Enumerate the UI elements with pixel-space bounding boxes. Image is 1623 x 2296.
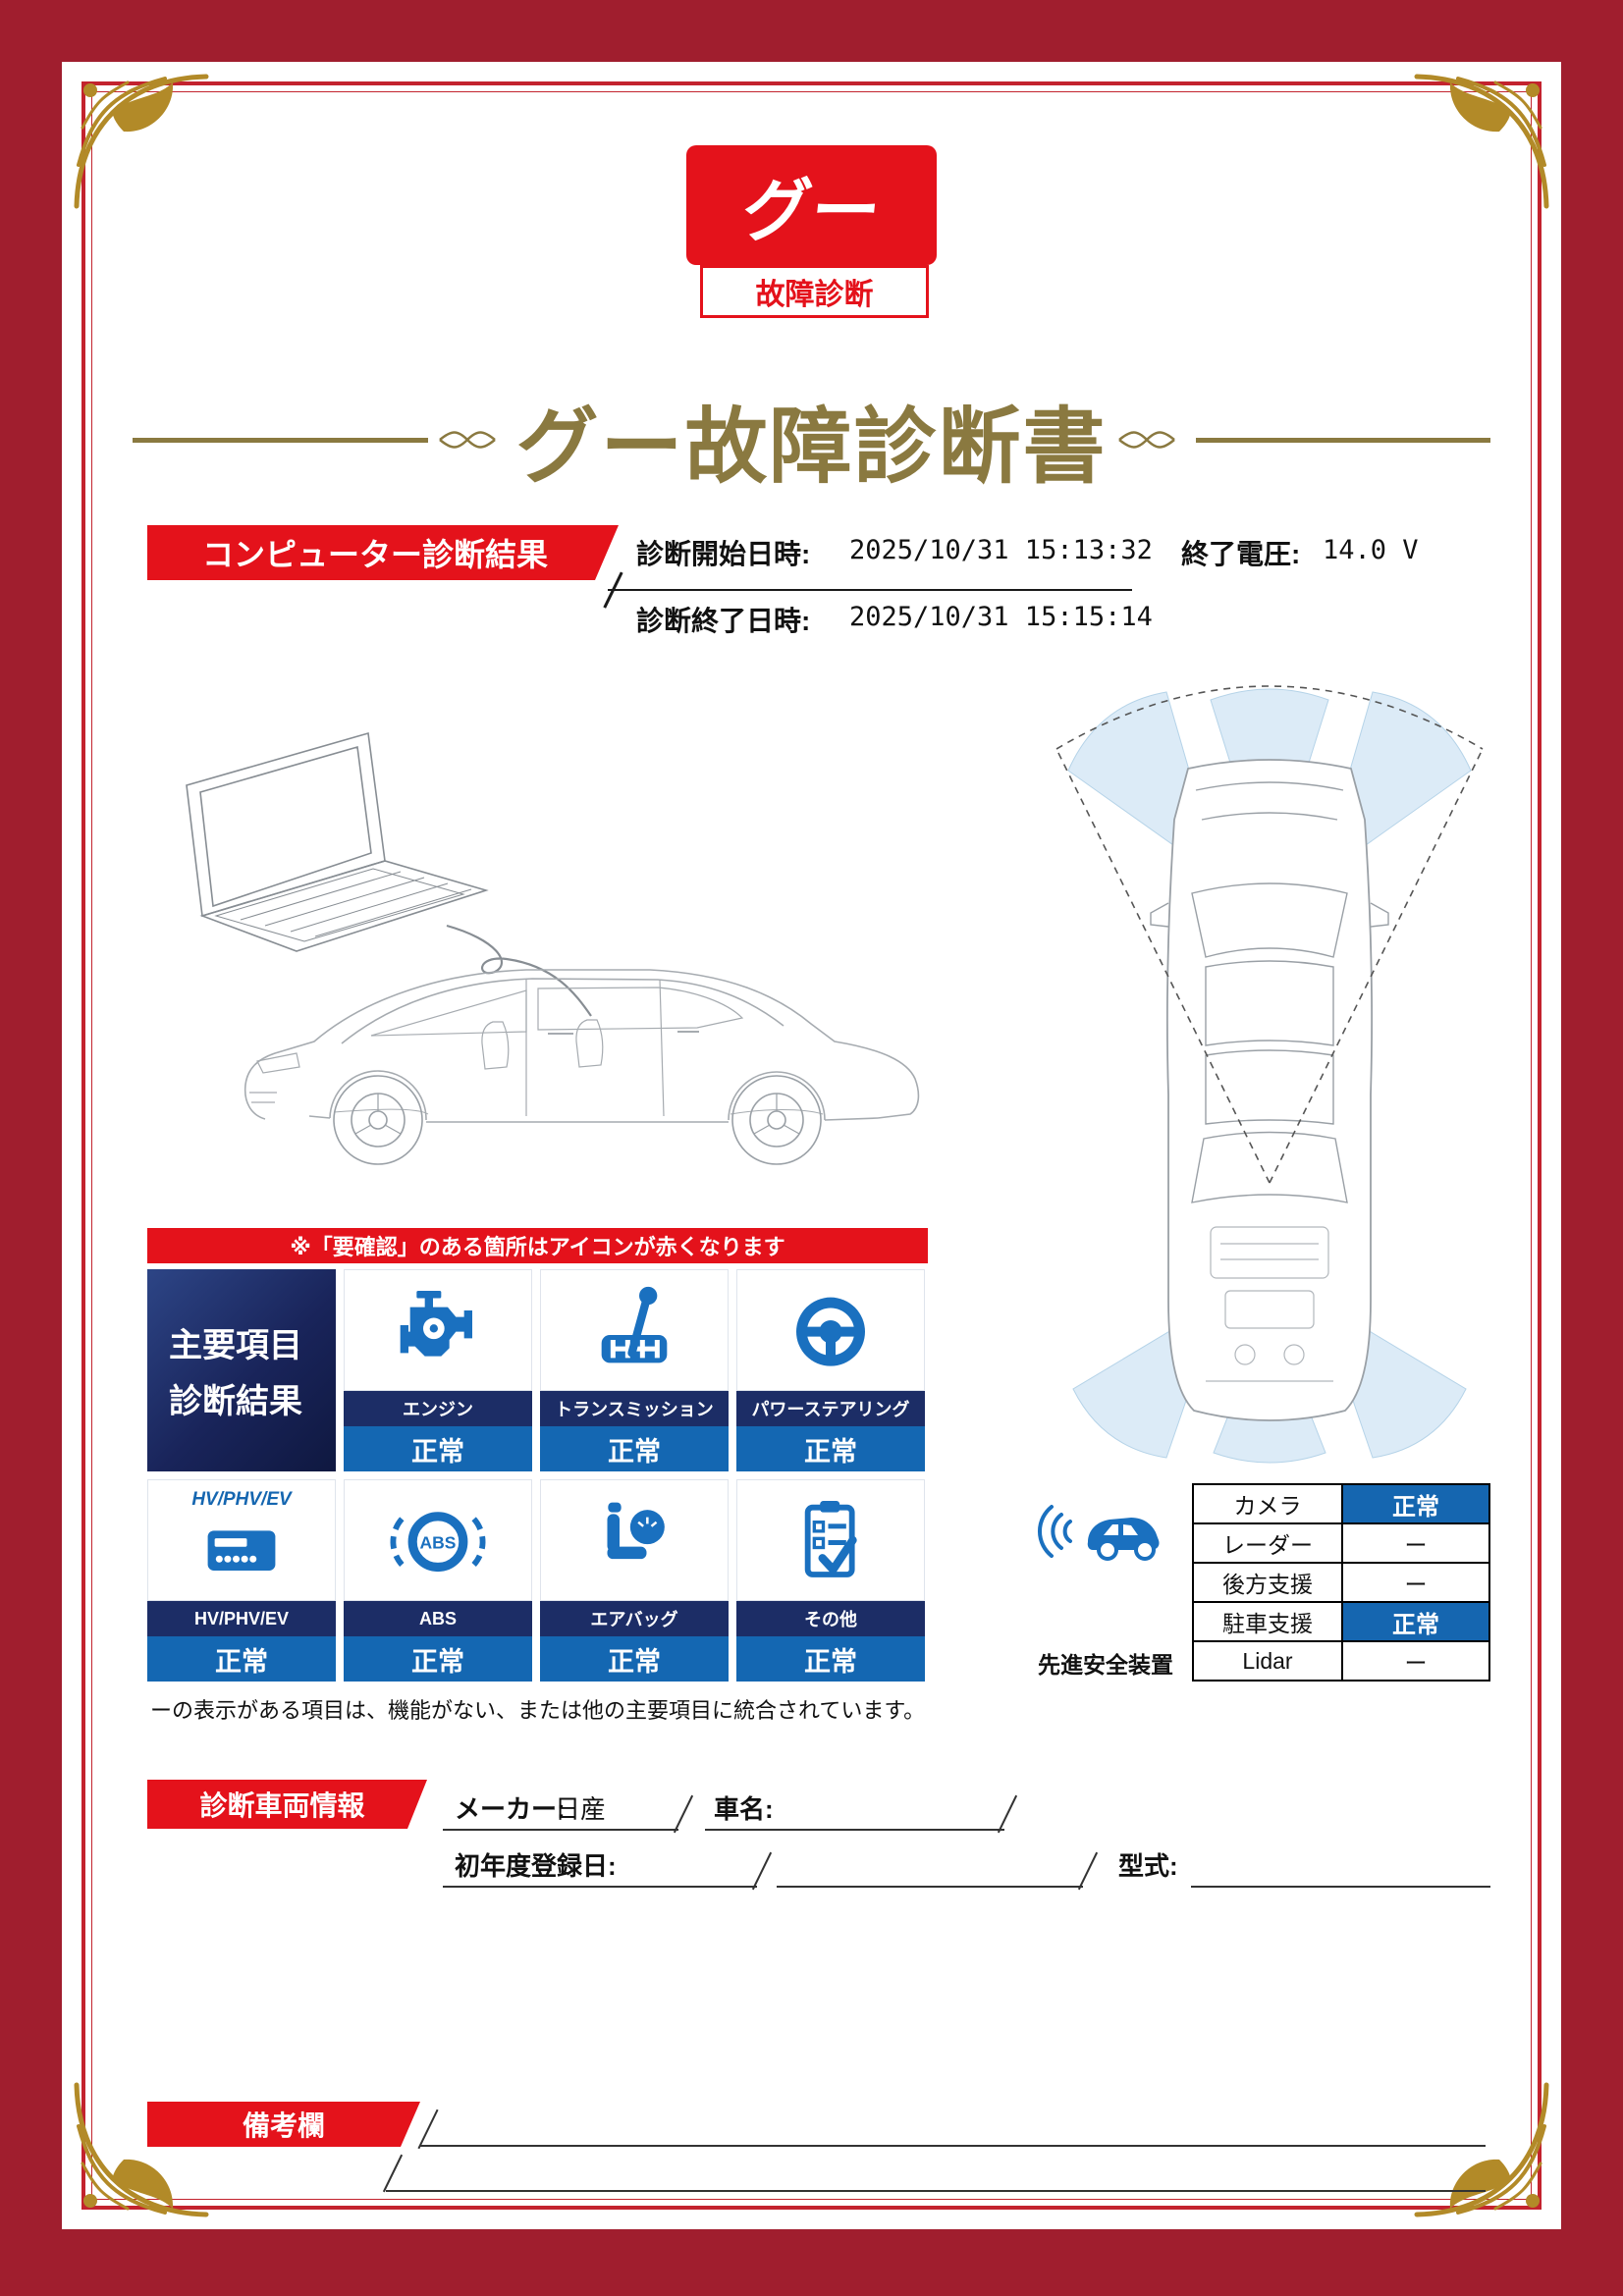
safety-table: カメラ 正常 レーダー ー 後方支援 ー 駐車支援 正常 Lidar ー bbox=[1192, 1483, 1490, 1682]
remarks-line-1 bbox=[420, 2145, 1486, 2147]
diag-end-label: 診断終了日時: bbox=[636, 606, 811, 636]
safety-row-name: レーダー bbox=[1194, 1524, 1343, 1564]
title-row: グー故障診断書 bbox=[62, 386, 1561, 494]
item-label: その他 bbox=[736, 1601, 925, 1636]
item-status: 正常 bbox=[540, 1426, 729, 1471]
grid-header: 主要項目 診断結果 bbox=[147, 1269, 336, 1471]
remarks-line-2 bbox=[386, 2190, 1486, 2192]
grid-footnote: ーの表示がある項目は、機能がない、または他の主要項目に統合されています。 bbox=[150, 1698, 926, 1723]
transmission-icon bbox=[601, 1286, 668, 1363]
field-slash bbox=[751, 1851, 773, 1891]
model-label: 型式: bbox=[1118, 1851, 1178, 1881]
field-slash bbox=[673, 1794, 694, 1834]
page-title: グー故障診断書 bbox=[515, 400, 1108, 493]
model-field-line bbox=[1191, 1886, 1490, 1888]
diagnosis-item-hv: HV/PHV/EV HV/PHV/EV 正常 bbox=[147, 1479, 336, 1682]
diag-divider-line bbox=[608, 589, 1132, 591]
abs-icon: ABS bbox=[390, 1512, 486, 1573]
title-flourish-icon bbox=[438, 431, 496, 449]
computer-diagnosis-banner: コンピューター診断結果 bbox=[147, 525, 619, 580]
registration-field-line bbox=[443, 1886, 757, 1888]
safety-section-label: 先進安全装置 bbox=[1038, 1652, 1173, 1678]
item-label: エンジン bbox=[344, 1391, 532, 1426]
safety-row-status: ー bbox=[1343, 1564, 1490, 1603]
field-slash bbox=[1077, 1851, 1099, 1891]
maker-value: 日産 bbox=[555, 1794, 607, 1824]
diagnosis-item-airbag: エアバッグ 正常 bbox=[540, 1479, 729, 1682]
middle-field-line bbox=[777, 1886, 1083, 1888]
diagnosis-grid: 主要項目 診断結果 エンジン 正常 bbox=[147, 1269, 925, 1682]
diagnosis-item-engine: エンジン 正常 bbox=[344, 1269, 532, 1471]
vehicle-info-banner: 診断車両情報 bbox=[147, 1780, 427, 1829]
safety-row-name: 後方支援 bbox=[1194, 1564, 1343, 1603]
safety-icon-cell: 先進安全装置 bbox=[1019, 1483, 1192, 1682]
maker-field-line bbox=[443, 1829, 678, 1831]
obd-laptop-car-illustration bbox=[186, 731, 920, 1165]
grid-header-line1: 主要項目 bbox=[169, 1327, 302, 1364]
item-label: エアバッグ bbox=[540, 1601, 729, 1636]
report-body: グー 故障診断 グー故障診断書 コンピューター診断結果 診断開始日時: 2025… bbox=[62, 62, 1561, 2229]
item-status: 正常 bbox=[344, 1636, 532, 1682]
safety-row-status: 正常 bbox=[1343, 1485, 1490, 1524]
diag-voltage-value: 14.0 V bbox=[1323, 535, 1419, 565]
remarks-banner: 備考欄 bbox=[147, 2102, 420, 2147]
goo-logo-subtitle: 故障診断 bbox=[700, 265, 929, 318]
registration-label: 初年度登録日: bbox=[455, 1851, 617, 1881]
safety-row-status: 正常 bbox=[1343, 1603, 1490, 1642]
item-status: 正常 bbox=[736, 1636, 925, 1682]
car-name-field-line bbox=[705, 1829, 1004, 1831]
title-rule-left bbox=[133, 437, 428, 443]
title-rule-right bbox=[1195, 437, 1491, 443]
diag-voltage-label: 終了電圧: bbox=[1181, 539, 1301, 569]
car-name-label: 車名: bbox=[714, 1794, 774, 1824]
remarks-slash-2 bbox=[382, 2154, 404, 2193]
maker-label: メーカー: bbox=[455, 1794, 566, 1824]
field-slash bbox=[997, 1794, 1018, 1834]
item-status: 正常 bbox=[344, 1426, 532, 1471]
goo-logo-text: グー bbox=[737, 172, 885, 249]
goo-logo: グー bbox=[686, 145, 937, 265]
item-status: 正常 bbox=[736, 1426, 925, 1471]
item-label: HV/PHV/EV bbox=[147, 1601, 336, 1636]
sensing-car-icon bbox=[1038, 1505, 1160, 1561]
hv-battery-icon bbox=[207, 1530, 276, 1571]
title-flourish-icon bbox=[1117, 431, 1175, 449]
diag-end-value: 2025/10/31 15:15:14 bbox=[849, 602, 1153, 632]
item-label: トランスミッション bbox=[540, 1391, 729, 1426]
grid-header-line2: 診断結果 bbox=[169, 1383, 302, 1420]
corner-ornament-icon bbox=[74, 2082, 209, 2217]
item-status: 正常 bbox=[540, 1636, 729, 1682]
corner-ornament-icon bbox=[1414, 74, 1549, 209]
item-label: パワーステアリング bbox=[736, 1391, 925, 1426]
diagnosis-item-other: その他 正常 bbox=[736, 1479, 925, 1682]
diagnosis-item-steering: パワーステアリング 正常 bbox=[736, 1269, 925, 1471]
sensor-coverage-illustration bbox=[1055, 685, 1484, 1464]
checklist-icon bbox=[804, 1501, 857, 1577]
safety-equipment-section: 先進安全装置 カメラ 正常 レーダー ー 後方支援 ー 駐車支援 正常 Lida… bbox=[1019, 1483, 1490, 1682]
airbag-icon bbox=[607, 1502, 665, 1560]
svg-text:ABS: ABS bbox=[420, 1532, 457, 1552]
hv-header-text: HV/PHV/EV bbox=[191, 1489, 292, 1510]
safety-row-name: Lidar bbox=[1194, 1642, 1343, 1682]
diag-start-value: 2025/10/31 15:13:32 bbox=[849, 535, 1153, 565]
warning-note-bar: ※「要確認」のある箇所はアイコンが赤くなります bbox=[147, 1228, 928, 1263]
steering-wheel-icon bbox=[796, 1297, 865, 1366]
item-label: ABS bbox=[344, 1601, 532, 1636]
safety-row-name: カメラ bbox=[1194, 1485, 1343, 1524]
safety-row-status: ー bbox=[1343, 1642, 1490, 1682]
diag-start-label: 診断開始日時: bbox=[636, 539, 811, 569]
corner-ornament-icon bbox=[1414, 2082, 1549, 2217]
item-status: 正常 bbox=[147, 1636, 336, 1682]
safety-row-name: 駐車支援 bbox=[1194, 1603, 1343, 1642]
corner-ornament-icon bbox=[74, 74, 209, 209]
diagnosis-item-transmission: トランスミッション 正常 bbox=[540, 1269, 729, 1471]
remarks-slash-1 bbox=[417, 2109, 439, 2150]
diagnosis-item-abs: ABS ABS 正常 bbox=[344, 1479, 532, 1682]
engine-icon bbox=[400, 1291, 472, 1357]
safety-row-status: ー bbox=[1343, 1524, 1490, 1564]
